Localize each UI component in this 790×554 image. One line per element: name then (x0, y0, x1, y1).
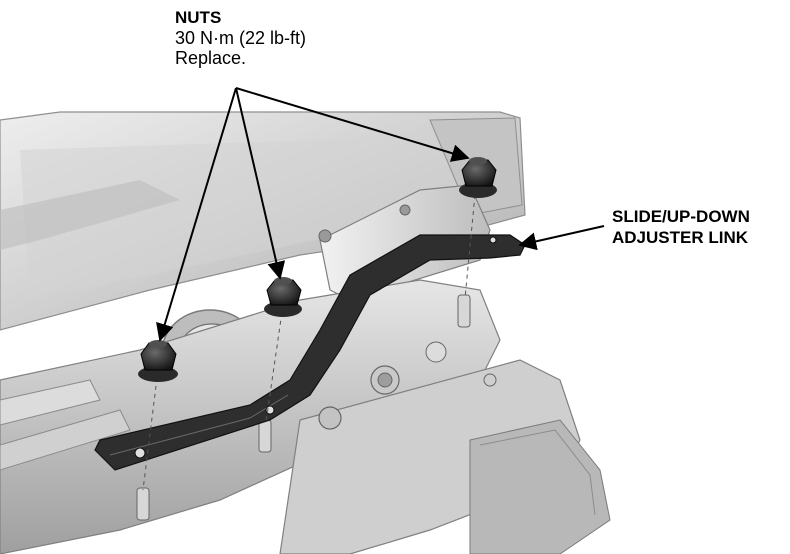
nuts-callout-title: NUTS (175, 8, 222, 27)
nut-arrow-right (235, 87, 470, 162)
seat-lower-rail (0, 279, 611, 554)
adjuster-link-callout: SLIDE/UP-DOWN ADJUSTER LINK (612, 207, 750, 248)
alignment-guides (142, 194, 476, 491)
seat-cushion-frame (0, 111, 526, 331)
nut-arrow-left (156, 87, 237, 342)
link-arrow (518, 225, 605, 251)
flange-nut-middle (264, 277, 302, 317)
nuts-callout: NUTS 30 N·m (22 lb-ft) Replace. (175, 8, 306, 69)
mounting-studs (136, 294, 471, 521)
callout-arrows (156, 87, 605, 342)
nuts-callout-torque: 30 N·m (22 lb-ft) (175, 27, 307, 48)
nuts-callout-note: Replace. (175, 48, 247, 69)
flange-nut-left (138, 340, 178, 382)
flange-nut-right (459, 157, 497, 198)
nut-arrow-middle (235, 87, 286, 280)
adjuster-link-callout-line1: SLIDE/UP-DOWN (612, 207, 750, 226)
adjuster-link-callout-line2: ADJUSTER LINK (612, 227, 749, 247)
